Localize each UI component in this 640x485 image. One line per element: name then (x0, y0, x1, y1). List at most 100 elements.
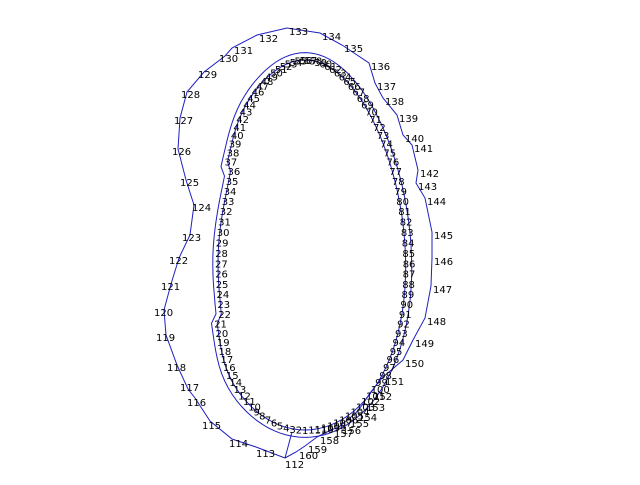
outer-vertex-label: 112 (285, 460, 304, 471)
inner-vertex-label: 88 (402, 280, 415, 291)
outer-vertex-label: 160 (299, 451, 318, 462)
outer-vertex-label: 118 (167, 363, 186, 374)
connector-edge (284, 431, 293, 459)
outer-vertex-label: 142 (420, 169, 439, 180)
outer-vertex-label: 119 (156, 333, 175, 344)
outer-vertex-label: 120 (154, 308, 173, 319)
outer-vertex-label: 150 (405, 359, 424, 370)
inner-vertex-label: 68 (357, 94, 370, 105)
inner-vertex-label: 105 (345, 412, 364, 423)
inner-vertex-label: 87 (403, 270, 416, 281)
inner-vertex-label: 8 (259, 412, 265, 423)
inner-vertex-label: 100 (371, 385, 390, 396)
inner-vertex-label: 25 (216, 280, 229, 291)
inner-vertex-label: 80 (396, 197, 409, 208)
outer-vertex-label: 151 (385, 377, 404, 388)
inner-vertex-label: 85 (402, 249, 415, 260)
inner-vertex-label: 58 (310, 57, 323, 68)
inner-vertex-label: 91 (399, 310, 412, 321)
outer-vertex-label: 140 (405, 134, 424, 145)
outer-vertex-label: 121 (161, 282, 180, 293)
inner-vertex-label: 108 (327, 421, 346, 432)
inner-vertex-label: 99 (375, 378, 388, 389)
inner-vertex-label: 61 (324, 62, 337, 73)
outer-vertex-label: 159 (308, 445, 327, 456)
inner-vertex-label: 6 (271, 419, 277, 430)
inner-vertex-label: 44 (243, 100, 256, 111)
outer-vertex-label: 131 (234, 46, 253, 57)
outer-vertex-label: 132 (259, 34, 278, 45)
inner-vertex-label: 3 (289, 425, 295, 436)
outer-vertex-label: 133 (289, 27, 308, 38)
outer-vertex-label: 136 (371, 62, 390, 73)
outer-vertex-label: 139 (399, 114, 418, 125)
inner-vertex-label: 35 (226, 177, 239, 188)
inner-vertex-label: 77 (389, 167, 402, 178)
outer-vertex-label: 154 (358, 413, 377, 424)
inner-vertex-label: 32 (220, 207, 233, 218)
inner-vertex-label: 37 (225, 158, 238, 169)
inner-vertex-label: 81 (398, 207, 411, 218)
inner-vertex-label: 45 (247, 94, 260, 105)
outer-vertex-label: 145 (434, 231, 453, 242)
inner-vertex-label: 20 (216, 329, 229, 340)
inner-vertex-label: 79 (394, 187, 407, 198)
inner-vertex-label: 67 (352, 88, 365, 99)
inner-vertex-label: 28 (215, 249, 228, 260)
inner-vertex-label: 92 (397, 320, 410, 331)
inner-vertex-label: 55 (295, 57, 308, 68)
outer-vertex-label: 135 (344, 44, 363, 55)
outer-vertex-label: 127 (174, 116, 193, 127)
inner-vertex-label: 40 (231, 131, 244, 142)
inner-vertex-label: 90 (400, 300, 413, 311)
inner-vertex-label: 102 (361, 397, 380, 408)
inner-vertex-label: 14 (229, 378, 242, 389)
inner-vertex-label: 51 (275, 65, 288, 76)
outer-vertex-label: 152 (373, 392, 392, 403)
inner-vertex-label: 2 (296, 426, 302, 437)
inner-vertex-label: 84 (402, 238, 415, 249)
inner-vertex-label: 29 (216, 238, 229, 249)
outer-vertex-label: 158 (320, 436, 339, 447)
outer-vertex-label: 157 (334, 429, 353, 440)
inner-vertex-label: 60 (319, 60, 332, 71)
inner-vertex-label: 73 (377, 131, 390, 142)
inner-vertex-label: 19 (217, 338, 230, 349)
outer-vertex-label: 130 (219, 54, 238, 65)
inner-vertex-label: 75 (383, 149, 396, 160)
inner-vertex-label: 78 (392, 177, 405, 188)
inner-vertex-label: 52 (280, 62, 293, 73)
inner-vertex-label: 101 (366, 391, 385, 402)
inner-vertex-label: 34 (224, 187, 237, 198)
outer-vertex-label: 123 (182, 233, 201, 244)
outer-vertex-label: 137 (377, 82, 396, 93)
inner-vertex-label: 26 (215, 270, 228, 281)
inner-vertex-label: 97 (383, 363, 396, 374)
inner-vertex-label: 41 (233, 123, 246, 134)
inner-vertex-label: 64 (339, 72, 352, 83)
inner-vertex-label: 82 (400, 218, 413, 229)
vertex-labels: 1121131141151161171181191201211221231241… (154, 27, 453, 471)
outer-vertex-label: 126 (172, 147, 191, 158)
outer-vertex-label: 144 (427, 197, 446, 208)
inner-vertex-label: 86 (403, 259, 416, 270)
outer-vertex-label: 125 (180, 178, 199, 189)
outer-vertex-label: 116 (187, 398, 206, 409)
inner-vertex-label: 76 (387, 158, 400, 169)
outer-vertex-label: 113 (256, 449, 275, 460)
inner-vertex-label: 23 (217, 300, 230, 311)
inner-vertex-label: 31 (218, 218, 231, 229)
inner-vertex-label: 94 (393, 338, 406, 349)
outer-vertex-label: 148 (427, 317, 446, 328)
inner-vertex-label: 43 (240, 107, 253, 118)
outer-vertex-label: 124 (192, 203, 211, 214)
inner-vertex-label: 110 (315, 425, 334, 436)
inner-vertex-label: 49 (265, 72, 278, 83)
inner-vertex-label: 39 (229, 140, 242, 151)
inner-vertex-label: 38 (227, 149, 240, 160)
outer-vertex-label: 141 (414, 144, 433, 155)
inner-vertex-label: 62 (329, 65, 342, 76)
inner-vertex-label: 10 (248, 403, 261, 414)
inner-vertex-label: 48 (261, 77, 274, 88)
